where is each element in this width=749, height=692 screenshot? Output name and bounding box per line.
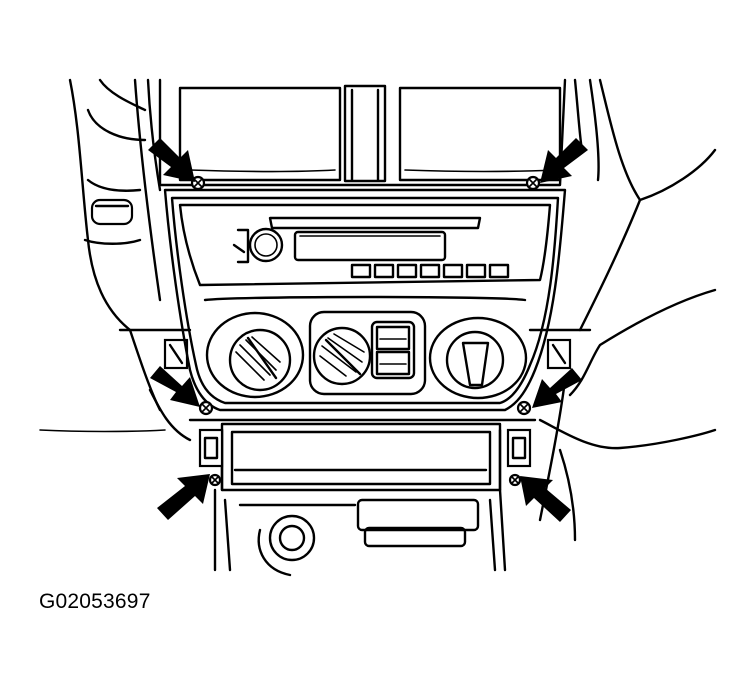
left-dash-contour [39,78,192,442]
screw-icon [198,400,214,416]
volume-knob-icon [248,227,284,263]
preset-buttons [350,263,510,279]
ac-switch-icon [370,320,416,380]
screw-icon [516,400,532,416]
right-side-vent [546,338,572,370]
right-dash-contour [528,78,717,542]
screw-icon [525,175,541,191]
arrow-icon [540,138,588,183]
screw-icon [190,175,206,191]
temperature-knob-icon [205,311,305,399]
arrow-icon [148,138,195,182]
lower-console [213,488,507,577]
audio-unit [178,203,552,287]
arrow-icon [520,476,571,522]
arrow-icon [150,366,200,407]
arrow-icons [148,138,588,522]
screw-icon [508,473,522,487]
figure-id-label: G02053697 [39,590,151,613]
fan-knob-icon [308,310,427,396]
arrow-icon [157,474,210,520]
center-bezel [163,188,567,412]
lower-storage-pocket [188,418,537,492]
arrow-icon [532,368,582,408]
cigarette-lighter-icon [268,514,316,562]
screw-icons [190,175,541,487]
upper-vents [158,78,567,187]
screw-icon [208,473,222,487]
left-switch [90,198,134,226]
left-side-vent [163,338,189,370]
mode-knob-icon [428,316,528,400]
climate-controls [203,295,528,400]
